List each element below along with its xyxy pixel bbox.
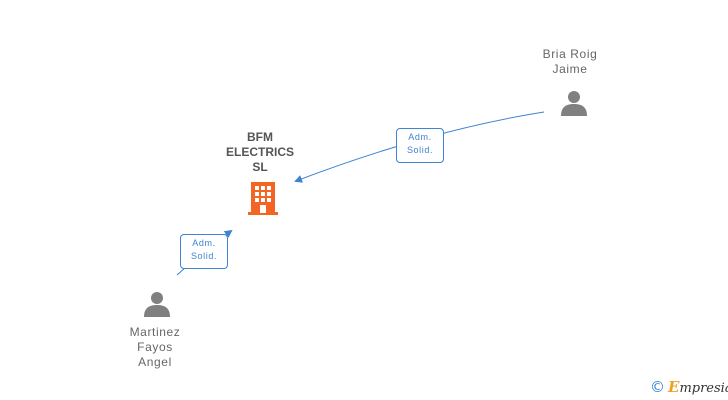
edge-label-line: Solid. [406,145,434,155]
brand-rest: mpresia [679,381,728,396]
person-name-line: Martinez [129,325,181,339]
person-name-bria[interactable]: Bria Roig Jaime [520,47,620,77]
brand-logo: Empresia [668,378,728,396]
company-name-line: SL [252,160,268,174]
person-name-line: Fayos [137,340,173,354]
company-name-line: ELECTRICS [225,145,294,159]
building-icon[interactable] [247,181,279,215]
company-name[interactable]: BFM ELECTRICS SL [210,130,310,175]
person-name-line: Bria Roig [542,47,598,61]
company-name-line: BFM [247,130,273,144]
brand-initial: E [668,378,680,396]
person-name-line: Angel [138,355,172,369]
person-name-line: Jaime [552,62,588,76]
person-icon[interactable] [143,290,171,318]
edge-label-line: Adm. [192,238,216,248]
edge-label-bria[interactable]: Adm. Solid. [396,128,444,163]
copyright-icon: © [650,378,665,396]
person-name-martinez[interactable]: Martinez Fayos Angel [105,325,205,370]
edge-label-martinez[interactable]: Adm. Solid. [180,234,228,269]
person-icon[interactable] [560,89,588,117]
edge-label-line: Solid. [190,251,218,261]
brand-footer[interactable]: © Empresia [638,376,728,398]
edge-label-line: Adm. [408,132,432,142]
